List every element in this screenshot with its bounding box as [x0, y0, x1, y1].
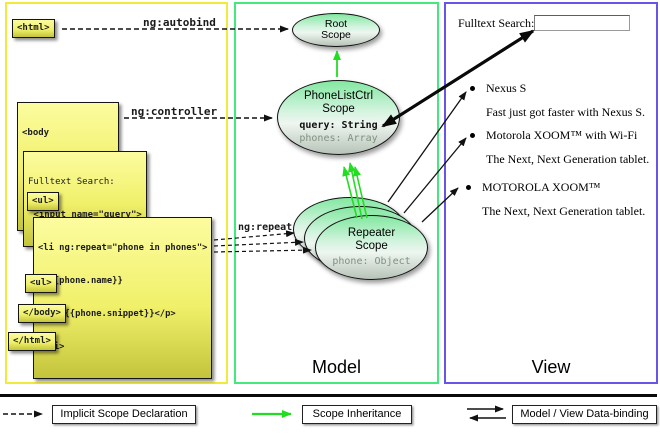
list-item: MOTOROLA XOOM™ The Next, Next Generation… [466, 180, 652, 219]
repeater-scope-ellipse: Repeater Scope phone: Object [315, 215, 428, 280]
code-line: <p>{{phone.snippet}}</p> [38, 309, 176, 319]
bullet-icon [470, 86, 475, 91]
phonelistctrl-scope-ellipse: PhoneListCtrl Scope query: String phones… [277, 80, 400, 155]
list-item: Nexus S Fast just got faster with Nexus … [470, 81, 656, 120]
code-line: Fulltext Search: [28, 177, 115, 187]
ul-second-tag-box: <ul> [25, 274, 57, 293]
code-line: </li> [38, 342, 207, 353]
phonelistctrl-scope-title: PhoneListCtrl Scope [303, 90, 374, 115]
code-line: <body [22, 128, 50, 138]
html-open-tag-box: <html> [12, 19, 55, 38]
product-description: Fast just got faster with Nexus S. [486, 105, 645, 119]
model-column-title: Model [311, 357, 362, 377]
html-close-tag-box: </html> [8, 332, 56, 351]
legend-divider [0, 394, 657, 397]
code-line: <li ng:repeat="phone in phones"> [38, 243, 208, 253]
ng-repeat-label: ng:repeat [238, 222, 293, 233]
root-scope-title: Root Scope [321, 17, 351, 41]
phones-property: phones: Array [299, 133, 378, 144]
li-repeat-markup-box: <li ng:repeat="phone in phones"> {{phone… [33, 217, 213, 379]
fulltext-search-input[interactable] [534, 15, 630, 31]
code-line: {{phone.name}} [38, 276, 123, 286]
model-column: Model [234, 2, 439, 384]
product-name: Nexus S [486, 81, 527, 95]
ul-open-tag-box: <ul> [27, 192, 59, 211]
root-scope-ellipse: Root Scope [292, 13, 380, 47]
product-description: The Next, Next Generation tablet. [482, 204, 646, 218]
query-property: query: String [299, 120, 378, 131]
repeater-scope-title: Repeater Scope [347, 227, 396, 252]
phone-property: phone: Object [332, 256, 411, 267]
legend-scope-inheritance: Scope Inheritance [302, 405, 412, 424]
ng-autobind-label: ng:autobind [143, 16, 216, 29]
product-name: Motorola XOOM™ with Wi-Fi [486, 128, 638, 142]
product-name: MOTOROLA XOOM™ [482, 180, 601, 194]
legend-implicit-scope: Implicit Scope Declaration [52, 405, 196, 424]
ng-controller-label: ng:controller [131, 105, 218, 118]
bullet-icon [470, 133, 475, 138]
code-line: <input name="query"> [28, 210, 142, 220]
legend-data-binding: Model / View Data-binding [512, 405, 657, 424]
view-column-title: View [531, 357, 571, 377]
fulltext-search-label: Fulltext Search: [458, 16, 535, 30]
product-description: The Next, Next Generation tablet. [486, 152, 650, 166]
body-close-tag-box: </body> [18, 304, 66, 323]
bullet-icon [466, 185, 471, 190]
list-item: Motorola XOOM™ with Wi-Fi The Next, Next… [470, 128, 656, 167]
